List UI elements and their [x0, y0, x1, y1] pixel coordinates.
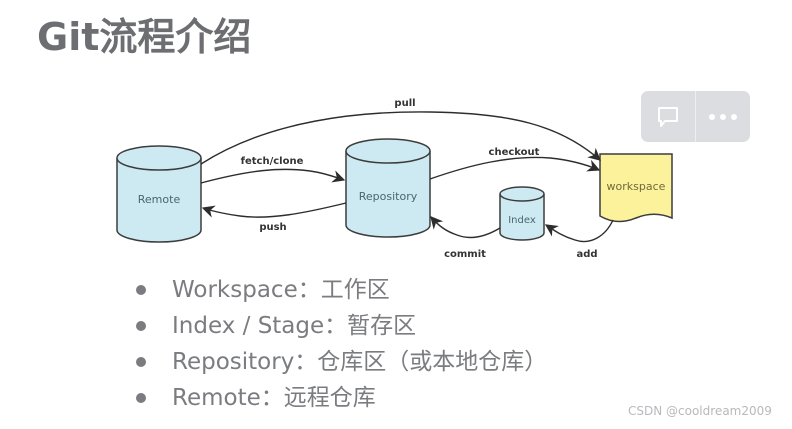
bullet-icon — [136, 285, 146, 295]
index-label: Index — [508, 215, 536, 226]
push-label: push — [259, 222, 286, 233]
toolbar-divider — [695, 91, 696, 142]
list-item: Workspace：工作区 — [136, 272, 547, 308]
repository-label: Repository — [359, 190, 418, 203]
list-item-text: Remote：远程仓库 — [172, 385, 376, 411]
list-item: Repository：仓库区（或本地仓库） — [136, 344, 547, 380]
list-item-text: Repository：仓库区（或本地仓库） — [172, 349, 548, 375]
bullet-icon — [136, 321, 146, 331]
git-flow-diagram: Remote Repository Index workspace pull f… — [116, 98, 673, 260]
watermark: CSDN @cooldream2009 — [628, 404, 772, 418]
commit-arrow — [430, 216, 501, 239]
workspace-label: workspace — [607, 180, 666, 193]
add-label: add — [576, 249, 597, 260]
remote-node: Remote — [116, 145, 202, 243]
list-item-text: Index / Stage：暂存区 — [172, 313, 417, 339]
floating-toolbar — [641, 91, 750, 142]
pull-label: pull — [394, 98, 415, 109]
definition-list: Workspace：工作区 Index / Stage：暂存区 Reposito… — [136, 272, 547, 416]
checkout-label: checkout — [489, 147, 540, 158]
commit-label: commit — [444, 249, 486, 260]
workspace-node: workspace — [599, 153, 673, 223]
list-item-text: Workspace：工作区 — [172, 277, 390, 303]
repository-node: Repository — [345, 138, 431, 238]
push-arrow — [201, 202, 347, 218]
remote-label: Remote — [138, 193, 181, 206]
list-item: Index / Stage：暂存区 — [136, 308, 547, 344]
more-button[interactable] — [696, 91, 750, 142]
fetch-clone-arrow — [200, 168, 346, 184]
add-arrow — [544, 219, 614, 243]
bullet-icon — [136, 393, 146, 403]
comment-button[interactable] — [641, 91, 695, 142]
bullet-icon — [136, 357, 146, 367]
more-icon — [709, 113, 737, 120]
list-item: Remote：远程仓库 — [136, 380, 547, 416]
fetch-clone-label: fetch/clone — [241, 156, 304, 167]
page-title: Git流程介绍 — [37, 15, 252, 59]
checkout-arrow — [429, 156, 601, 180]
pull-arrow — [200, 111, 601, 165]
index-node: Index — [499, 186, 545, 241]
comment-icon — [658, 106, 678, 127]
